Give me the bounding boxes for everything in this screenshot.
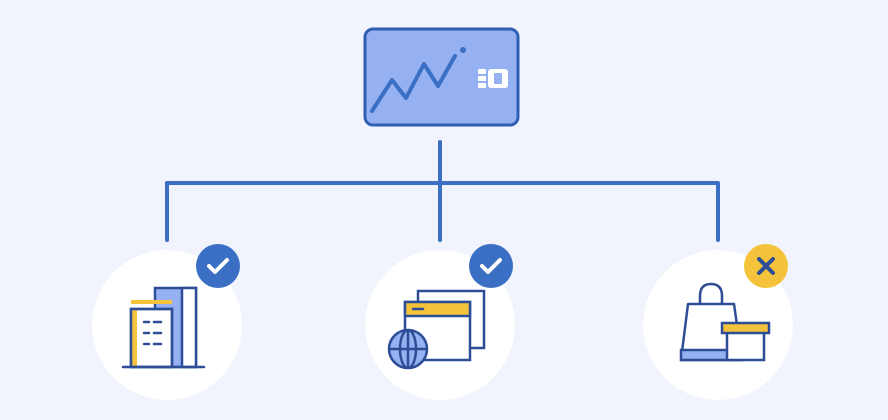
check-icon <box>480 258 502 274</box>
status-badge-rejected <box>744 244 788 288</box>
branch-line <box>165 181 720 242</box>
cross-icon <box>757 257 775 275</box>
check-icon <box>207 258 229 274</box>
status-badge-approved <box>469 244 513 288</box>
chip-icon <box>478 69 508 88</box>
trend-peak-dot <box>460 47 466 53</box>
credit-card <box>363 27 520 127</box>
node-business <box>92 244 242 400</box>
connector-lines <box>165 140 720 242</box>
browser-windows-globe-icon <box>387 289 486 370</box>
chip-slot <box>494 73 502 84</box>
node-retail <box>643 244 793 400</box>
node-online <box>365 244 515 400</box>
status-badge-approved <box>196 244 240 288</box>
office-buildings-icon <box>121 286 206 369</box>
shopping-bag-box-icon <box>679 282 771 362</box>
trend-line-icon <box>370 54 457 113</box>
